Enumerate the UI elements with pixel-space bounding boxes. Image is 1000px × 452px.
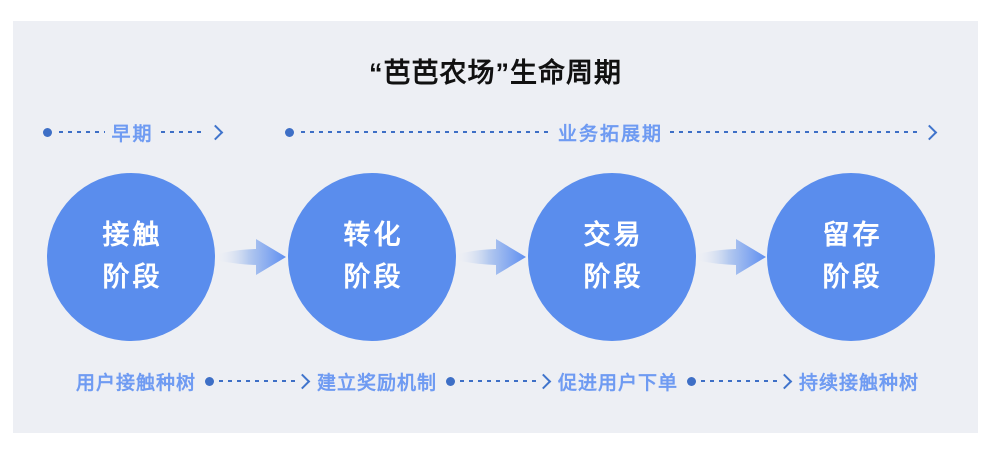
arrow-head-icon: [535, 373, 552, 389]
stage-label-line: 阶段: [102, 262, 163, 292]
stage-label-line: 交易: [583, 220, 644, 251]
dashed-line: [460, 380, 536, 382]
dashed-line: [59, 131, 105, 133]
timeline-expansion-phase: 业务拓展期: [285, 121, 938, 145]
stage-note-contact: 用户接触种树: [76, 372, 197, 394]
stage-note-transaction: 促进用户下单: [558, 372, 679, 394]
timeline-expansion-label: 业务拓展期: [558, 123, 664, 145]
arrow-head-icon: [294, 373, 311, 389]
flow-arrow-icon: [218, 239, 286, 275]
timeline-dot-icon: [446, 376, 456, 386]
arrow-head-icon: [207, 124, 224, 140]
timeline-dot-icon: [285, 127, 294, 137]
stage-circle-contact: 接触 阶段: [47, 173, 215, 341]
dashed-line: [670, 131, 921, 133]
note-connector: [205, 373, 311, 389]
flow-arrow-icon: [458, 239, 526, 275]
stage-label-line: 接触: [102, 220, 163, 251]
stage-label-line: 转化: [343, 220, 404, 251]
timeline-dot-icon: [43, 127, 52, 137]
arrow-head-icon: [776, 373, 793, 389]
note-connector: [687, 373, 793, 389]
page-title: “芭芭农场”生命周期: [369, 58, 622, 88]
dashed-line: [160, 131, 207, 133]
stage-circle-conversion: 转化 阶段: [288, 173, 456, 341]
stage-circle-transaction: 交易 阶段: [528, 173, 696, 341]
note-connector: [446, 373, 552, 389]
timeline-dot-icon: [205, 376, 215, 386]
flow-arrow-icon: [698, 239, 766, 275]
stage-label-line: 阶段: [822, 262, 883, 292]
timeline-early-label: 早期: [111, 123, 154, 145]
timeline-early-phase: 早期: [43, 121, 224, 145]
diagram-panel: “芭芭农场”生命周期 早期 业务拓展期 接触 阶段 转化 阶段 交易: [13, 21, 978, 433]
arrow-head-icon: [921, 124, 938, 140]
stage-label-line: 阶段: [343, 262, 404, 292]
stage-label-line: 留存: [822, 220, 883, 251]
stage-label-line: 阶段: [583, 262, 644, 292]
stage-circle-retention: 留存 阶段: [767, 173, 935, 341]
dashed-line: [219, 380, 295, 382]
stage-note-conversion: 建立奖励机制: [317, 372, 438, 394]
timeline-dot-icon: [687, 376, 697, 386]
dashed-line: [701, 380, 777, 382]
stage-notes-row: 用户接触种树 建立奖励机制 促进用户下单 持续接触种树: [76, 368, 919, 394]
dashed-line: [301, 131, 551, 133]
stage-note-retention: 持续接触种树: [799, 372, 920, 394]
